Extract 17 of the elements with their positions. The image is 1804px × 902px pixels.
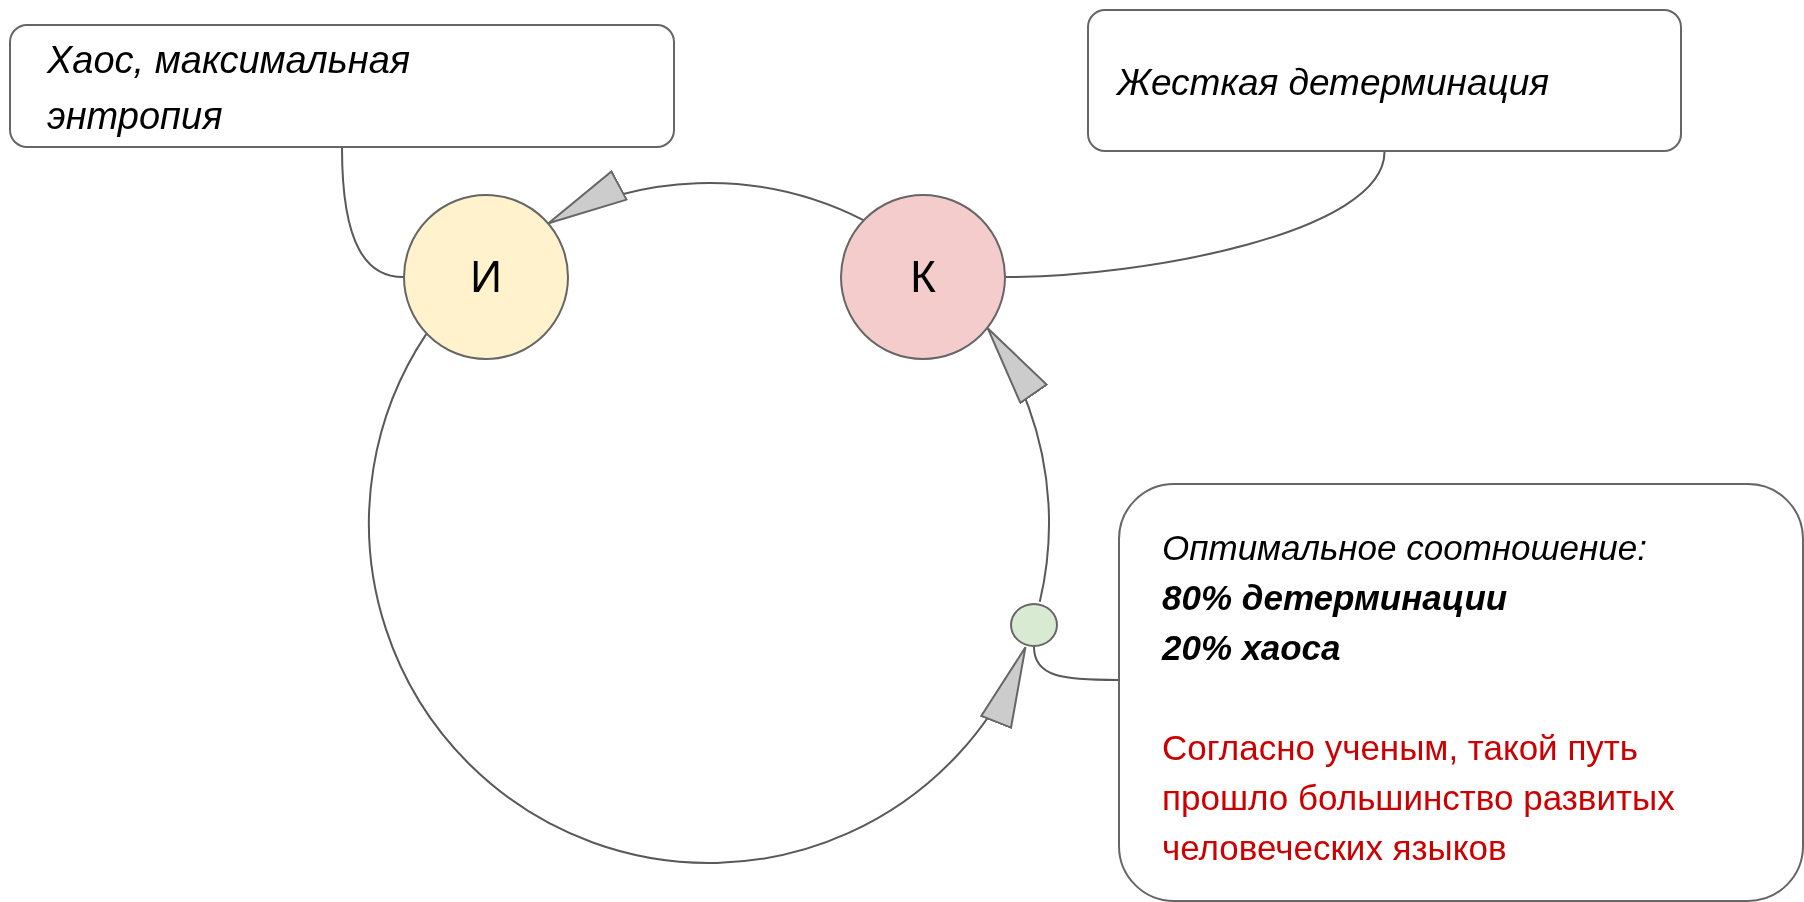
callout-heading: Оптимальное соотношение:	[1162, 527, 1648, 569]
ratio-text: 80% детерминации	[1162, 577, 1509, 619]
callout-box	[1118, 483, 1804, 902]
ratio-text: 20% хаоса	[1162, 627, 1342, 669]
cycle-arrow	[986, 327, 1050, 603]
leader-line	[1033, 646, 1119, 681]
point-marker	[1010, 603, 1058, 647]
leader-line	[1005, 151, 1386, 278]
stage-letter: И	[470, 252, 502, 302]
note-text: Жесткая детерминация	[1117, 61, 1551, 105]
note-text: Согласно ученым, такой путь прошло большинство развитых человеческих языков	[1162, 727, 1676, 869]
leader-line	[341, 147, 404, 278]
note-text: Хаос, максимальная энтропия	[47, 38, 412, 139]
note-box	[9, 24, 675, 148]
note-box	[1087, 9, 1682, 152]
stage-letter: К	[910, 252, 936, 302]
cycle-arrow	[368, 332, 1027, 864]
